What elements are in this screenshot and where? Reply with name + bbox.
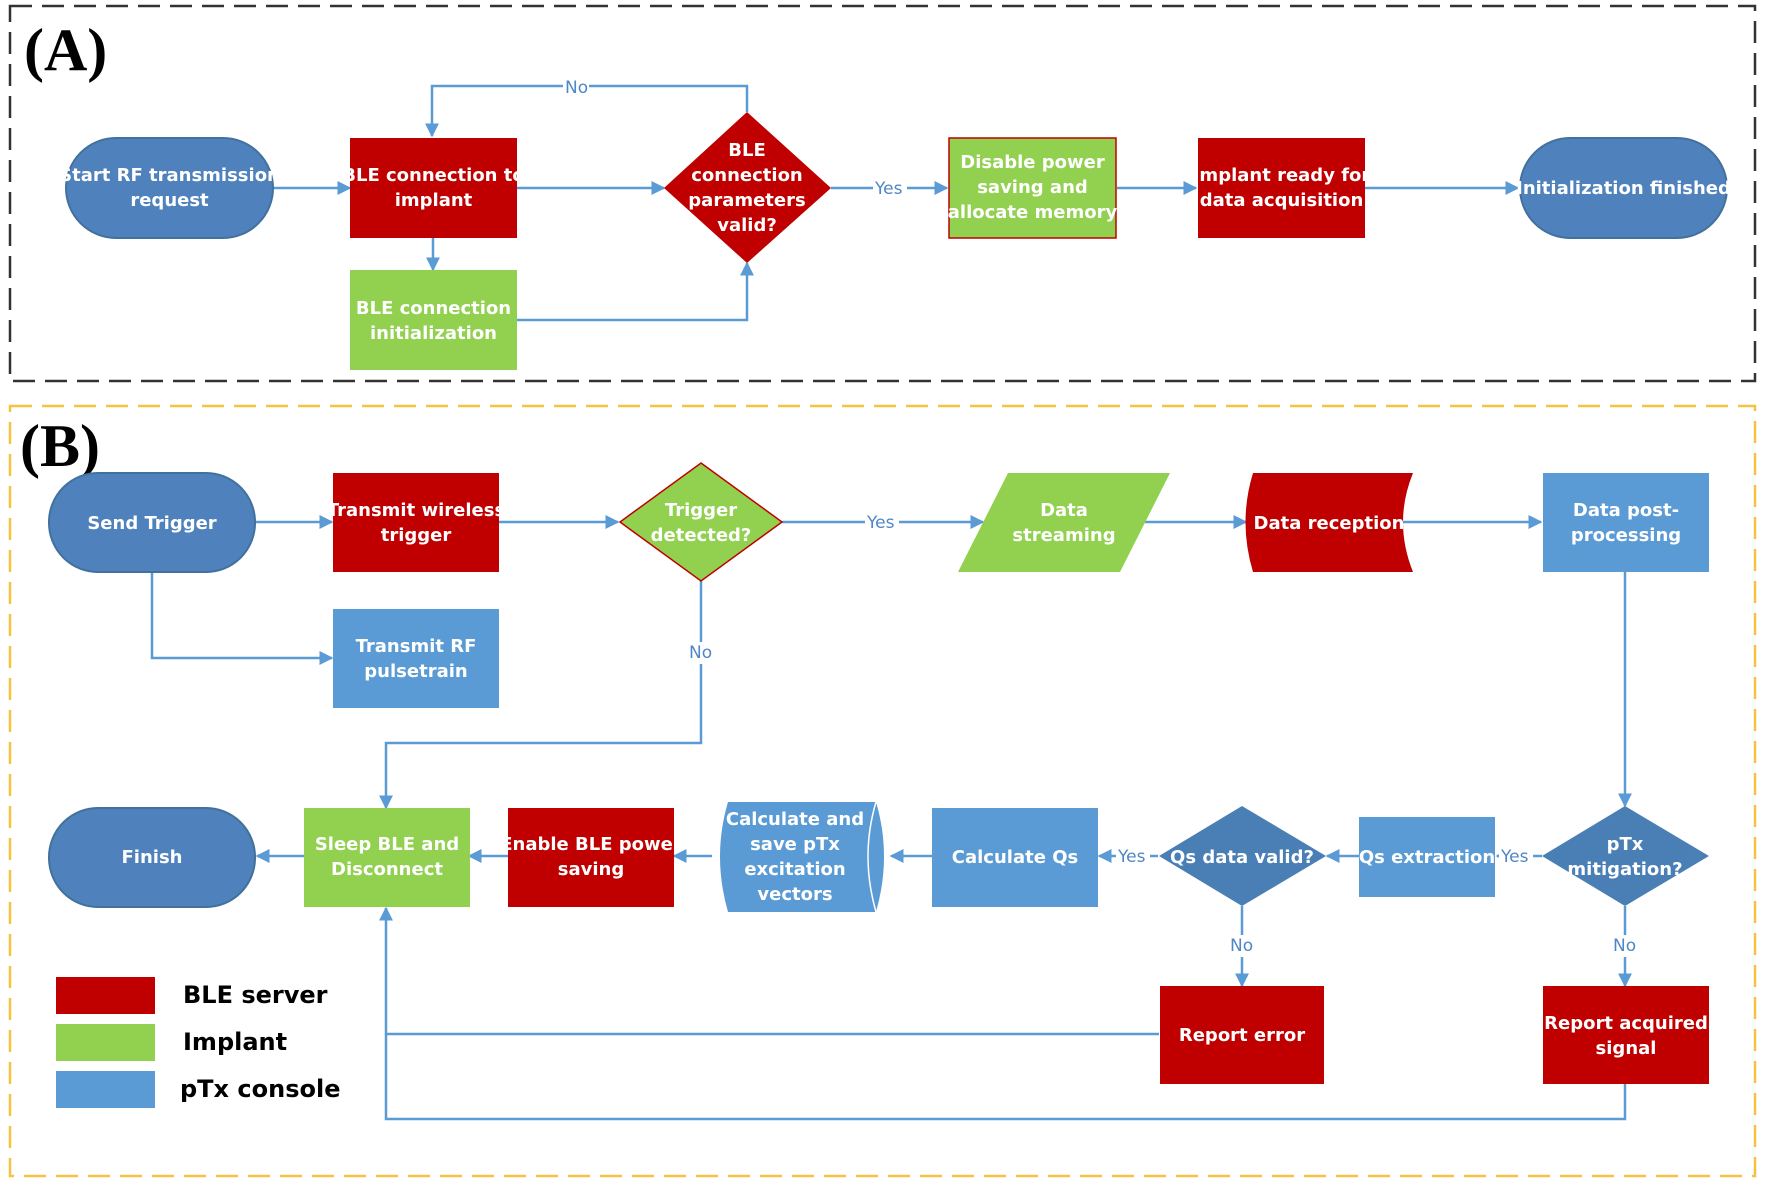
node-send-trigger: Send Trigger: [48, 472, 256, 573]
edge-label-bg-qs-no: [1229, 935, 1255, 957]
edge-decision-no-loop: [425, 84, 749, 138]
edge-label-bg-trigger-yes: [865, 511, 899, 533]
edge-report-error-to-sleep: [379, 906, 1159, 1036]
decision-qs-data-valid: Qs data valid?: [1159, 806, 1326, 906]
edge-label-bg-no-a: [563, 77, 589, 95]
svg-text:Qs extraction: Qs extraction: [1359, 847, 1495, 868]
edge-label-yes-a: Yes: [874, 179, 903, 199]
edge-init-to-decision: [517, 261, 754, 322]
edge-label-trigger-yes: Yes: [866, 513, 895, 533]
node-qs-extraction: Qs extraction: [1359, 817, 1495, 897]
svg-text:Data post-processing: Data post-processing: [1571, 500, 1681, 546]
node-finish: Finish: [48, 807, 256, 908]
panel-a-label: (A): [24, 17, 107, 83]
edge-label-bg-qs-yes: [1116, 845, 1150, 867]
node-data-reception: Data reception: [1245, 473, 1413, 572]
edge-label-bg-ptx-yes: [1499, 845, 1533, 867]
panel-a-edges: [273, 84, 1520, 322]
svg-text:Data reception: Data reception: [1254, 513, 1405, 534]
svg-text:Send Trigger: Send Trigger: [87, 513, 216, 534]
svg-text:Calculate Qs: Calculate Qs: [952, 847, 1078, 868]
edge-label-trigger-no: No: [689, 643, 712, 663]
edge-label-no-a: No: [565, 78, 588, 98]
edge-send-to-transmit-rf: [150, 572, 334, 665]
legend-swatch-ptx-console: [56, 1071, 155, 1108]
edge-report-signal-to-sleep: [384, 1034, 1627, 1121]
svg-text:Finish: Finish: [122, 847, 183, 868]
node-calculate-qs: Calculate Qs: [932, 808, 1098, 907]
node-report-error: Report error: [1160, 986, 1324, 1084]
legend: BLE server Implant pTx console: [56, 977, 340, 1108]
legend-label-implant: Implant: [183, 1028, 287, 1056]
edge-label-bg-ptx-no: [1612, 935, 1638, 957]
legend-swatch-ble-server: [56, 977, 155, 1014]
panel-b-border: [8, 404, 1757, 1178]
edge-label-bg-trigger-no: [688, 642, 714, 664]
node-data-post-processing: Data post-processing: [1543, 473, 1709, 572]
svg-text:Qs data valid?: Qs data valid?: [1170, 847, 1314, 868]
panel-a-border: [8, 4, 1757, 383]
legend-label-ble-server: BLE server: [183, 981, 328, 1009]
legend-label-ptx-console: pTx console: [180, 1075, 340, 1103]
svg-text:Report error: Report error: [1179, 1025, 1305, 1046]
panel-b-label: (B): [20, 413, 100, 479]
node-initialization-finished: Initialization finished: [1516, 137, 1731, 239]
edge-label-ptx-yes: Yes: [1500, 847, 1529, 867]
legend-swatch-implant: [56, 1024, 155, 1061]
edge-label-ptx-no: No: [1613, 936, 1636, 956]
edge-label-bg-yes-a: [873, 178, 907, 198]
svg-text:Initialization finished: Initialization finished: [1516, 178, 1731, 199]
edge-label-qs-no: No: [1230, 936, 1253, 956]
edge-label-qs-yes: Yes: [1117, 847, 1146, 867]
